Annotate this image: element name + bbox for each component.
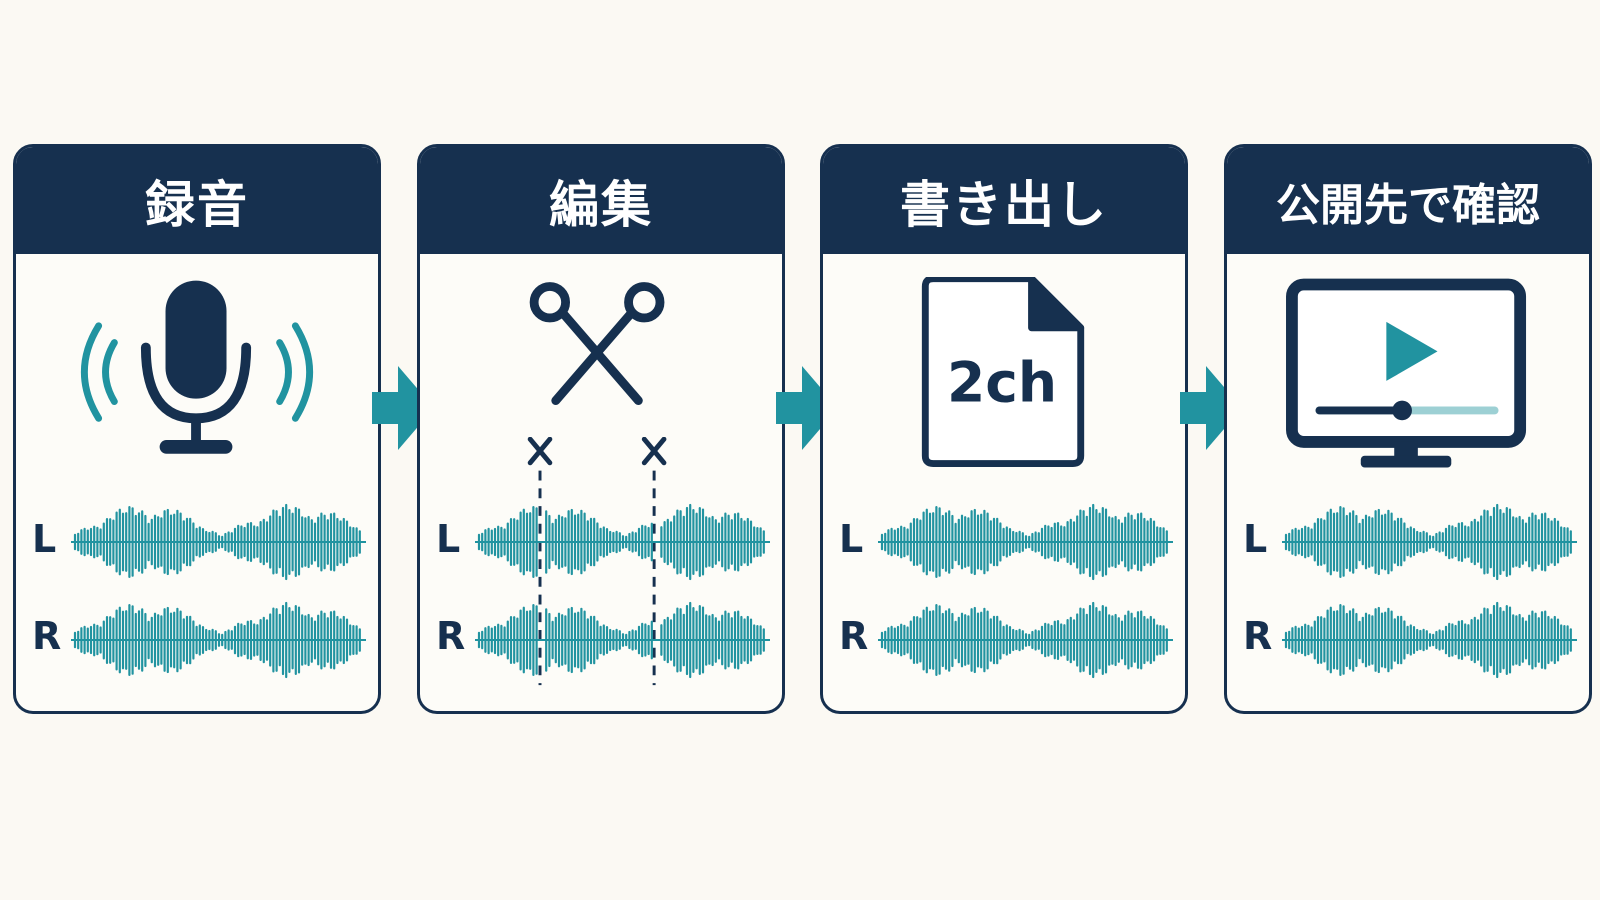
step-header: 書き出し — [823, 147, 1185, 254]
channel-label-left: L — [839, 517, 864, 561]
waveform-left — [878, 503, 1173, 581]
cut-markers — [527, 437, 667, 686]
channel-label-right: R — [1243, 614, 1273, 658]
step-title: 書き出し — [900, 175, 1108, 234]
scissors-icon — [529, 282, 665, 406]
step-header: 公開先で確認 — [1227, 147, 1589, 254]
waveform-left — [71, 503, 366, 581]
channel-label-right: R — [32, 614, 62, 658]
step-title: 録音 — [145, 175, 249, 234]
waveform-right — [71, 601, 366, 679]
waveform-left — [1282, 503, 1577, 581]
file-badge-text: 2ch — [947, 351, 1057, 415]
monitor-play-icon — [1286, 278, 1527, 468]
step-card-verify: 公開先で確認 L R — [1224, 144, 1592, 714]
step-card-edit: 編集 L R — [417, 144, 785, 714]
file-icon: 2ch — [921, 277, 1085, 468]
channel-label-right: R — [436, 614, 466, 658]
step-title: 編集 — [549, 175, 653, 234]
waveform-right — [1282, 601, 1577, 679]
arrow-right-icon — [776, 366, 838, 450]
channel-label-left: L — [1243, 517, 1268, 561]
channel-label-right: R — [839, 614, 869, 658]
step-card-export: 書き出し 2ch L R — [820, 144, 1188, 714]
waveform-left — [475, 503, 770, 581]
arrow-right-icon — [1180, 366, 1242, 450]
waveform-right — [878, 601, 1173, 679]
step-header: 録音 — [16, 147, 378, 254]
channel-label-left: L — [436, 517, 461, 561]
channel-label-left: L — [32, 517, 57, 561]
step-card-record: 録音 L R — [13, 144, 381, 714]
waveform-right — [475, 601, 770, 679]
step-title: 公開先で確認 — [1276, 179, 1540, 231]
microphone-icon — [81, 280, 313, 454]
step-header: 編集 — [420, 147, 782, 254]
arrow-right-icon — [372, 366, 434, 450]
